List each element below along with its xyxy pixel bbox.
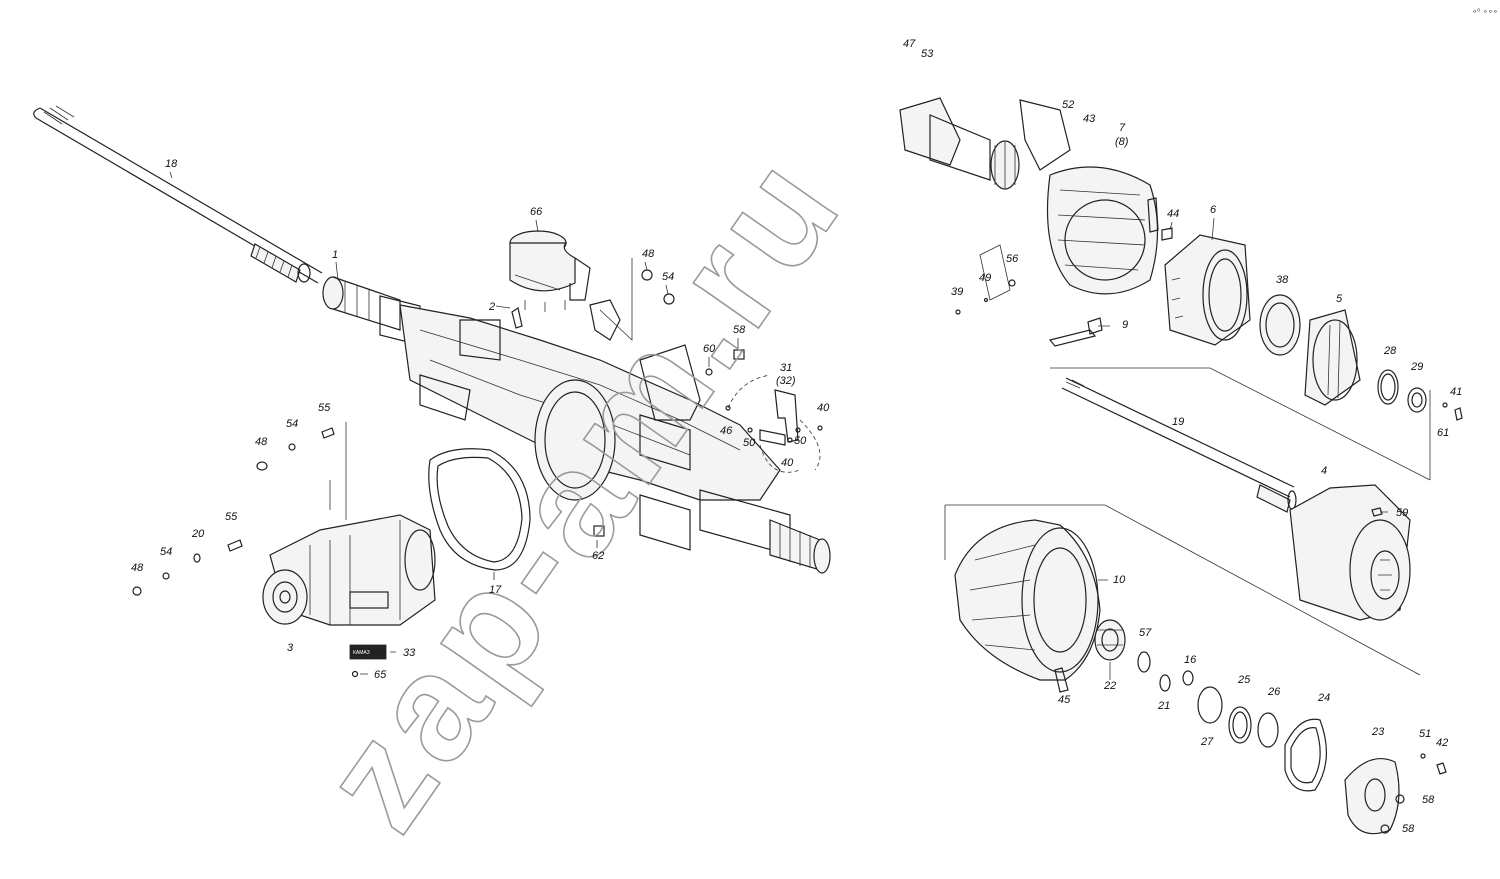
callout-25: 25 [1237,674,1251,686]
watermark: zap-am.ru [289,123,874,859]
callout-21: 21 [1157,700,1170,712]
hub-6 [1161,227,1251,346]
callout-45: 45 [1058,694,1071,706]
bearing-38 [1259,294,1301,356]
callout-51: 51 [1419,728,1431,740]
callout-1: 1 [332,249,338,261]
axle-housing-1 [322,276,831,574]
callout-61: 61 [1437,427,1449,439]
callout-23: 23 [1371,726,1385,738]
callout-46: 46 [720,425,733,437]
callout-54: 54 [662,271,674,283]
callout-18: 18 [165,158,178,170]
gasket-17 [428,448,531,571]
callout-58b: 58 [1422,794,1435,806]
rings-28-29 [1377,369,1463,421]
callout-31: 31 [780,362,792,374]
callout-41: 41 [1450,386,1462,398]
brake-assembly-top [899,97,1159,347]
callout-39: 39 [951,286,963,298]
callout-44: 44 [1167,208,1179,220]
callout-7: 7 [1119,122,1126,134]
callout-47: 47 [903,38,916,50]
callout-50: 50 [743,437,756,449]
callout-3: 3 [287,642,294,654]
callout-8: (8) [1115,136,1129,148]
carrier-4 [1289,484,1411,621]
callout-17: 17 [489,584,502,596]
callout-49: 49 [979,272,991,284]
callout-43: 43 [1083,113,1096,125]
callout-50b: 50 [794,435,807,447]
callout-9: 9 [1122,319,1128,331]
callout-10: 10 [1113,574,1126,586]
callout-52: 52 [1062,99,1074,111]
callout-27: 27 [1200,736,1214,748]
callout-4: 4 [1321,465,1327,477]
callout-38: 38 [1276,274,1289,286]
callout-40b: 40 [781,457,794,469]
callout-55b: 55 [225,511,238,523]
callout-6: 6 [1210,204,1217,216]
callout-2: 2 [488,301,495,313]
callout-56: 56 [1006,253,1019,265]
half-shaft-18 [33,105,323,284]
callout-28: 28 [1383,345,1397,357]
nameplate-33: КАМАЗ [349,644,387,660]
callout-16: 16 [1184,654,1197,666]
callout-66: 66 [530,206,543,218]
callout-5: 5 [1336,293,1343,305]
callout-40: 40 [817,402,830,414]
callout-65: 65 [374,669,387,681]
half-shaft-19 [1061,377,1297,513]
callout-leaders [169,171,1388,680]
callout-62: 62 [592,550,604,562]
brake-drum-10 [954,519,1101,693]
corner-mark: ∘⁰ ∘∘∘ [1472,7,1498,16]
assembly-lines [329,244,1431,676]
callout-58c: 58 [1402,823,1415,835]
callout-59: 59 [1396,507,1408,519]
callout-22: 22 [1103,680,1116,692]
callout-24: 24 [1317,692,1330,704]
callout-19: 19 [1172,416,1184,428]
callout-29: 29 [1410,361,1423,373]
nameplate-label: КАМАЗ [353,650,370,656]
callout-58: 58 [733,324,746,336]
callout-48: 48 [642,248,655,260]
callout-48c: 48 [131,562,144,574]
bracket-31 [725,374,823,473]
brake-chamber-66 [509,230,591,312]
callout-54b: 54 [286,418,298,430]
callout-33: 33 [403,647,416,659]
ring-gear-5 [1304,309,1361,406]
main-reducer-3 [262,514,436,626]
callout-53: 53 [921,48,934,60]
callout-54c: 54 [160,546,172,558]
small-parts-right [1094,619,1447,835]
hardware-left [132,269,745,678]
callout-60: 60 [703,343,716,355]
callout-55: 55 [318,402,331,414]
callout-20: 20 [191,528,205,540]
callout-48b: 48 [255,436,268,448]
callout-26: 26 [1267,686,1281,698]
callout-57: 57 [1139,627,1152,639]
callout-32: (32) [776,375,796,387]
callout-42: 42 [1436,737,1448,749]
callouts: 18 1 66 48 54 2 60 58 31 (32) 40 46 50 5… [131,38,1462,835]
